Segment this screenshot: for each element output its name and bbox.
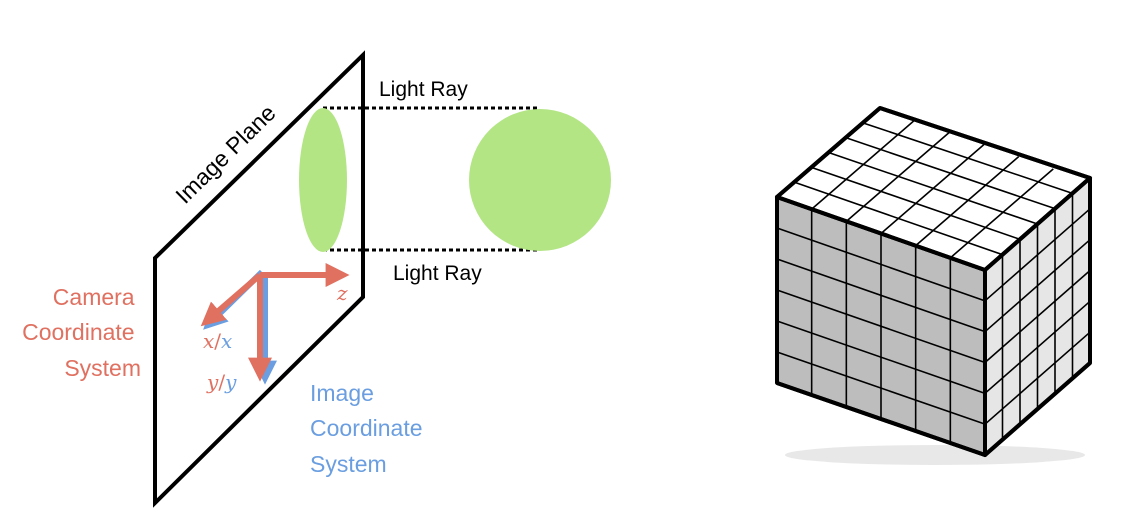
light-ray-bottom-label: Light Ray [393, 262, 482, 285]
image-system-label: Image Coordinate System [310, 380, 429, 477]
cube-edge [983, 176, 1092, 272]
cube-front-gridline [776, 351, 986, 425]
cube-right-gridline [984, 239, 1091, 333]
projected-ellipse [299, 108, 347, 252]
cube-front-gridline [776, 227, 986, 302]
camera-system-label: Camera Coordinate System [22, 284, 141, 381]
projection-diagram: Image Plane Light Ray Light Ray z x/x y/… [22, 50, 611, 508]
cube-top-gridline [811, 166, 1021, 241]
voxel-cube [757, 83, 1120, 480]
cube-front-gridline [776, 320, 986, 395]
light-ray-top-label: Light Ray [379, 78, 468, 101]
cube-front-gridline [776, 289, 986, 364]
cube-shadow [785, 445, 1085, 465]
camera-system-line1: Camera [53, 284, 135, 310]
z-axis-label: z [336, 281, 348, 305]
cube-right-gridline [984, 331, 1091, 425]
x-axis-camera: x [203, 329, 214, 353]
cube-top-gridline [793, 181, 1003, 256]
cube-top-gridline [845, 136, 1056, 210]
cube-edge [983, 361, 1092, 457]
cube-right-gridline [984, 269, 1091, 364]
y-axis-sep: / [218, 370, 225, 394]
cube-edge [775, 106, 882, 199]
object-sphere [469, 109, 611, 251]
image-system-line1: Image [310, 380, 374, 406]
cube-right-gridline [984, 300, 1091, 394]
cube-edge [776, 195, 986, 272]
camera-x-axis-arrow [200, 272, 262, 327]
cube-top-gridline [828, 151, 1038, 225]
x-axis-sep: / [214, 329, 221, 353]
cube-right-gridline [984, 208, 1091, 302]
y-axis-label: y/y [206, 370, 237, 394]
cube-edge [776, 381, 986, 457]
camera-system-line2: Coordinate [22, 319, 135, 345]
cube-front-gridline [776, 258, 986, 333]
cube-top-gridline [862, 122, 1073, 195]
image-system-line3: System [310, 451, 387, 477]
x-axis-label: x/x [203, 329, 232, 353]
image-plane [153, 50, 365, 508]
cube-edge [879, 106, 1091, 180]
y-axis-camera: y [206, 370, 219, 394]
camera-system-line3: System [64, 355, 141, 381]
y-axis-image: y [224, 370, 237, 394]
x-axis-image: x [221, 329, 232, 353]
image-system-line2: Coordinate [310, 415, 423, 441]
